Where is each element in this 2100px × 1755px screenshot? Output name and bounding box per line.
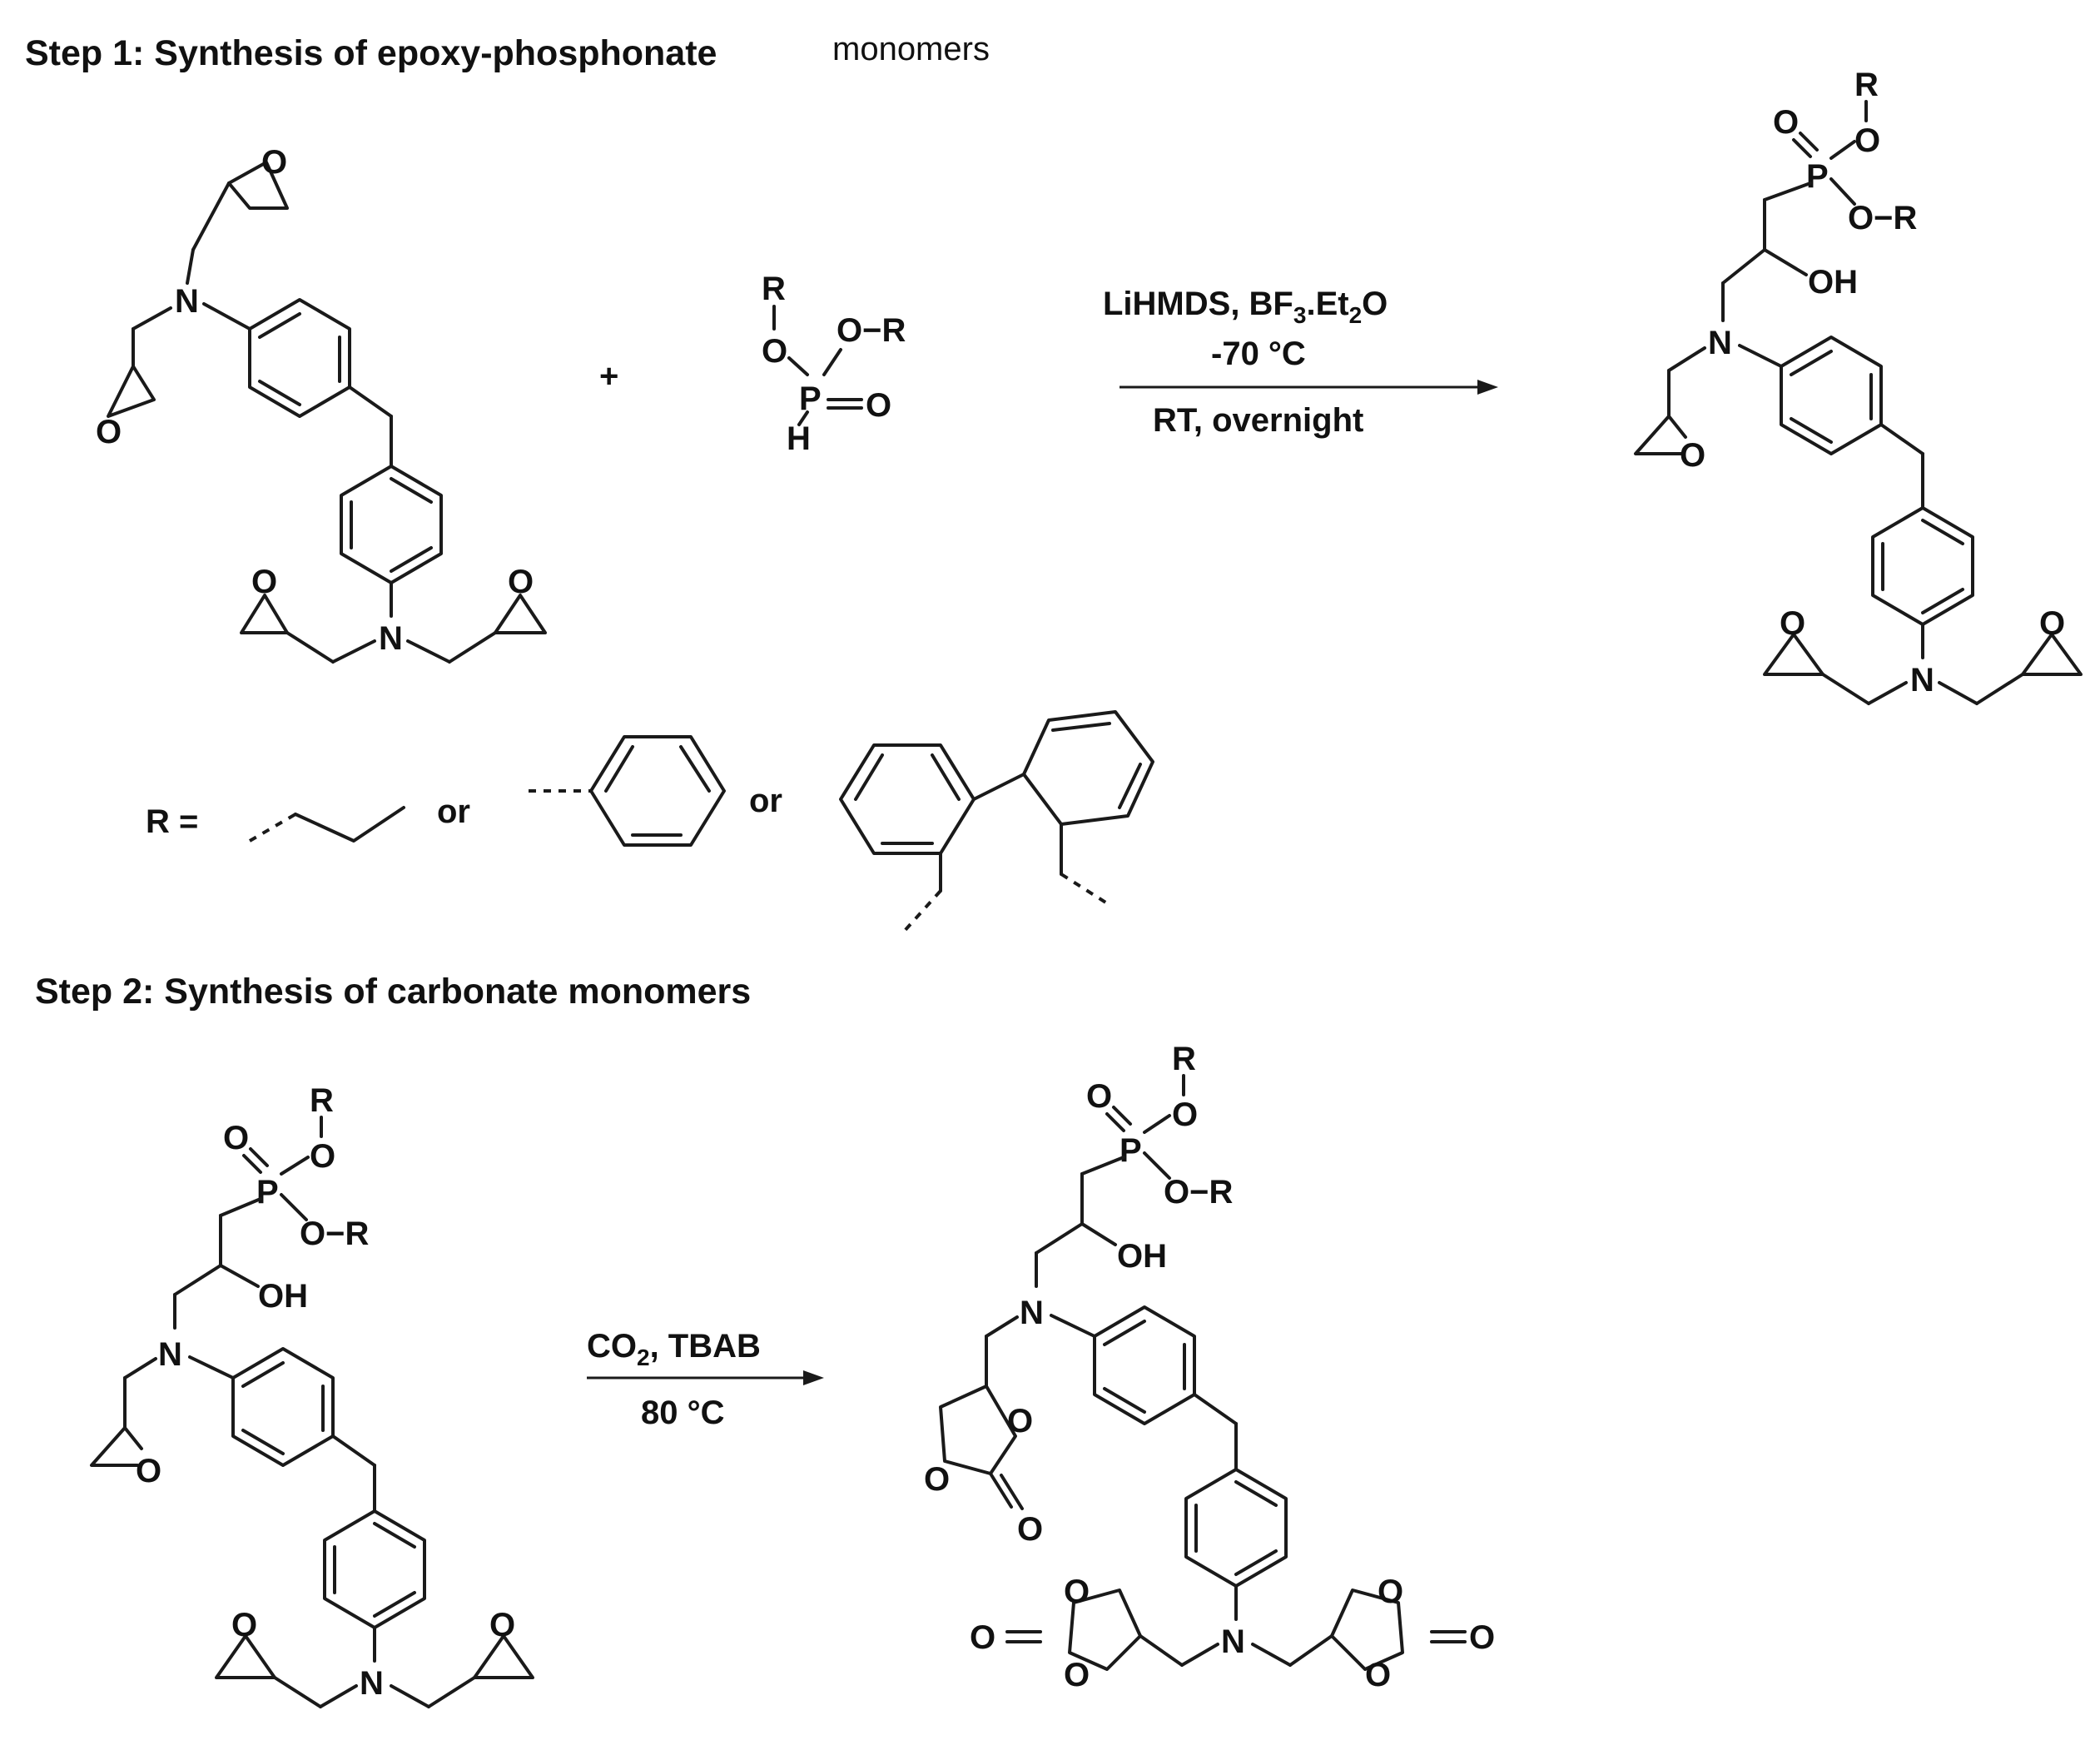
atom-o: O [1469, 1619, 1495, 1656]
atom-o: O [1086, 1078, 1112, 1115]
atom-n: N [1221, 1623, 1245, 1660]
step1-condition-line1: LiHMDS, BF3.Et2O [1103, 286, 1388, 328]
atom-n: N [1020, 1295, 1044, 1331]
step1-condition-below: RT, overnight [1153, 402, 1363, 439]
r-equals-label: R = [146, 803, 198, 840]
atom-n: N [175, 283, 199, 320]
atom-o: O [251, 564, 277, 600]
atom-oh: OH [258, 1278, 308, 1315]
atom-o: O [231, 1607, 257, 1643]
atom-o: O [924, 1461, 950, 1498]
atom-n: N [1708, 325, 1732, 361]
tgddm-reactant: O N O N O O [96, 144, 547, 664]
atom-n: N [158, 1336, 182, 1373]
atom-o: O [1064, 1574, 1090, 1610]
atom-r: R [1172, 1041, 1196, 1077]
atom-o-r: O−R [1848, 200, 1917, 236]
step1-product: R O O P O−R OH N O N [1634, 67, 2083, 705]
or-label-1: or [437, 793, 470, 830]
atom-r: R [1854, 67, 1879, 103]
atom-o: O [1680, 437, 1705, 474]
h-phosphonate-reactant: R O P O−R O H [762, 271, 906, 457]
atom-n: N [379, 620, 403, 657]
atom-o: O [508, 564, 534, 600]
atom-o: O [866, 387, 891, 424]
atom-o: O [1017, 1511, 1043, 1548]
step1-title: Step 1: Synthesis of epoxy-phosphonate [25, 33, 717, 73]
atom-o-r: O−R [1164, 1174, 1233, 1211]
atom-p: P [799, 380, 822, 417]
atom-o: O [489, 1607, 515, 1643]
atom-oh: OH [1117, 1238, 1167, 1275]
step2-title: Step 2: Synthesis of carbonate monomers [35, 972, 751, 1012]
or-label-2: or [749, 783, 782, 819]
atom-o: O [96, 414, 122, 450]
step2-reactant: R O O P O−R OH N O N [90, 1082, 534, 1708]
atom-p: P [1806, 158, 1829, 195]
step2-product: R O O P O−R OH N O O O [924, 1041, 1495, 1693]
atom-o: O [136, 1453, 161, 1489]
atom-p: P [1120, 1132, 1142, 1169]
atom-h: H [787, 420, 811, 457]
step2-condition-below: 80 °C [641, 1395, 725, 1431]
step2-arrow: CO2, TBAB 80 °C [587, 1328, 824, 1431]
atom-p: P [256, 1174, 279, 1211]
plus-sign: + [599, 358, 618, 395]
atom-n: N [1910, 662, 1934, 699]
step1-arrow: LiHMDS, BF3.Et2O -70 °C RT, overnight [1103, 286, 1498, 439]
atom-o: O [1007, 1403, 1033, 1439]
atom-o-r: O−R [300, 1216, 369, 1252]
atom-o: O [1172, 1096, 1198, 1133]
atom-o: O [1854, 122, 1880, 159]
atom-r: R [310, 1082, 334, 1119]
atom-oh: OH [1808, 264, 1858, 301]
atom-o: O [1064, 1657, 1090, 1693]
atom-o: O [1773, 104, 1799, 141]
atom-o-r: O−R [837, 312, 906, 349]
atom-r: R [762, 271, 786, 307]
atom-o: O [1378, 1574, 1403, 1610]
atom-o: O [1365, 1657, 1391, 1693]
step1-condition-line2: -70 °C [1211, 336, 1306, 372]
atom-o: O [2039, 605, 2065, 642]
r-group-definitions: R = or or [146, 710, 1154, 934]
atom-o: O [310, 1138, 335, 1175]
atom-n: N [360, 1665, 384, 1702]
atom-o: O [223, 1120, 249, 1156]
atom-o: O [1780, 605, 1805, 642]
step2-condition-line1: CO2, TBAB [587, 1328, 761, 1370]
step1-title-tail: monomers [832, 31, 990, 67]
atom-o: O [762, 333, 787, 370]
atom-o: O [970, 1619, 995, 1656]
atom-o: O [261, 144, 287, 181]
